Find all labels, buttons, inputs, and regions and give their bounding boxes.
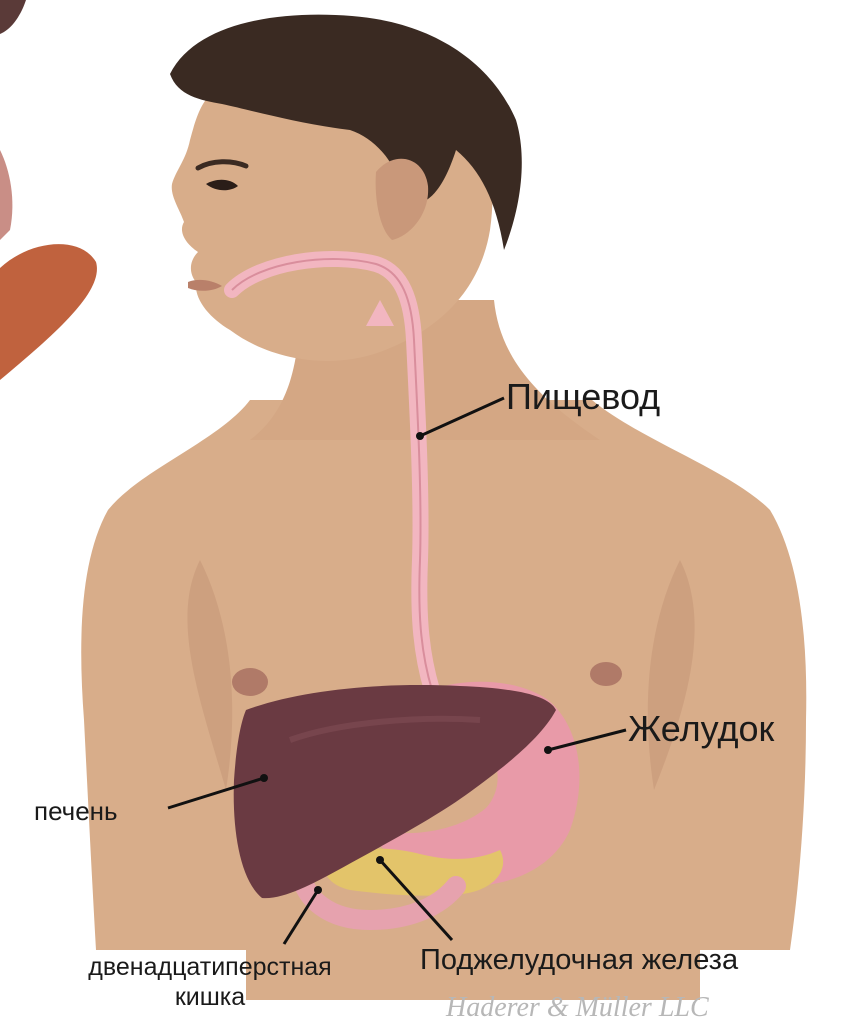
leader-dot — [376, 856, 384, 864]
stomach-label: Желудок — [628, 708, 774, 750]
pancreas-label: Поджелудочная железа — [420, 944, 738, 977]
leader-dot — [416, 432, 424, 440]
duodenum-label: двенадцатиперстная кишка — [18, 952, 402, 1012]
liver-label: печень — [34, 796, 118, 827]
copyright-watermark: Haderer & Müller LLC — [446, 992, 709, 1024]
leader-dot — [314, 886, 322, 894]
nipple — [232, 668, 268, 696]
cropped-organ-fragment — [0, 150, 12, 240]
esophagus-label: Пищевод — [506, 376, 660, 418]
duodenum-label-line2: кишка — [18, 982, 402, 1012]
duodenum-label-line1: двенадцатиперстная — [18, 952, 402, 982]
leader-dot — [544, 746, 552, 754]
leader-dot — [260, 774, 268, 782]
nipple — [590, 662, 622, 686]
cropped-pancreas-fragment — [0, 244, 97, 380]
cropped-organ-fragment — [0, 0, 26, 34]
